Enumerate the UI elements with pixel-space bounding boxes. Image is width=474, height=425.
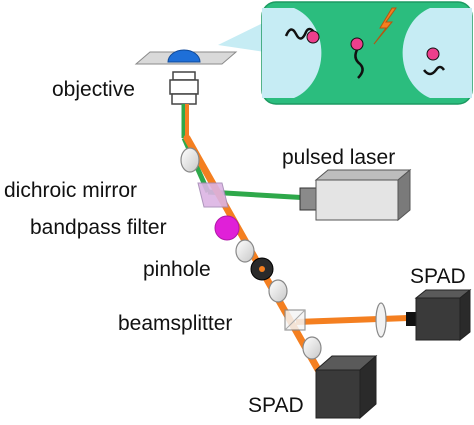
lightning-bolt-icon (373, 7, 397, 45)
spad-bottom-detector (314, 354, 378, 420)
objective-assembly (134, 49, 238, 105)
objective-label: objective (52, 78, 135, 101)
pinhole-label: pinhole (143, 258, 211, 281)
lens-right (375, 302, 387, 338)
bandpass-filter-label: bandpass filter (30, 216, 167, 239)
dichroic-mirror-label: dichroic mirror (4, 179, 138, 202)
lens-1 (235, 239, 255, 263)
lens-bottom (302, 336, 322, 360)
spad-right-front (415, 297, 461, 341)
fluorophore-left (306, 30, 320, 44)
fluorophore-right (426, 47, 440, 61)
spad-right-side (459, 288, 471, 342)
molecule-tail-left (284, 27, 315, 40)
beamsplitter-diagonal (284, 309, 306, 331)
laser-front (315, 179, 399, 221)
beamsplitter-label: beamsplitter (118, 312, 233, 335)
pinhole-aperture (259, 266, 265, 272)
spad-right-window (406, 312, 416, 326)
sample-inset (218, 1, 473, 105)
pulsed-laser (299, 168, 412, 222)
sample-drop (167, 49, 201, 63)
fluorophore-center (350, 37, 364, 51)
objective-base (171, 93, 197, 105)
emission-beam-split (295, 315, 409, 325)
dichroic-mirror (197, 182, 229, 208)
bandpass-filter (214, 215, 240, 241)
objective-tip (172, 71, 196, 81)
spad-bottom-front (315, 369, 361, 419)
inset-pointer (218, 22, 265, 52)
laser-top (314, 169, 412, 181)
spad-bottom-label: SPAD (248, 394, 304, 417)
tube-lens (180, 147, 200, 173)
laser-aperture (299, 187, 317, 211)
pulsed-laser-label: pulsed laser (282, 146, 396, 169)
lens-2 (268, 279, 288, 303)
objective-mid (169, 79, 199, 95)
spad-right-detector (406, 288, 472, 342)
molecule-tail-center (354, 47, 364, 79)
spad-right-label: SPAD (410, 265, 466, 288)
molecule-tail-right (423, 65, 446, 76)
